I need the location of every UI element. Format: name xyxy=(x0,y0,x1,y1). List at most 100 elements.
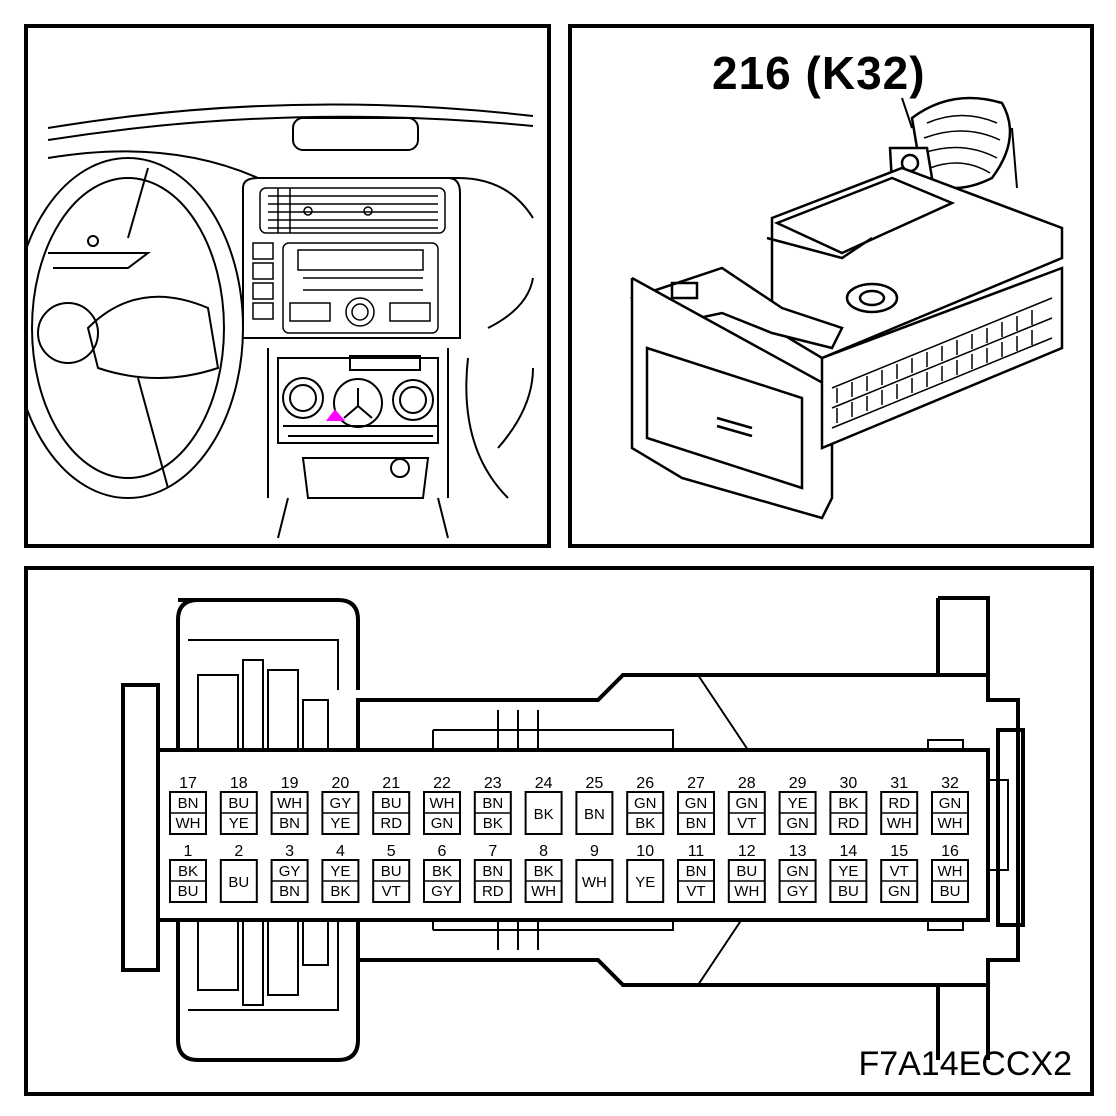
connector-face-diagram: 17BNWH18BUYE19WHBN20GYYE21BURD22WHGN23BN… xyxy=(121,596,1025,1062)
wire-color: RD xyxy=(380,815,402,832)
pin-number: 12 xyxy=(738,843,756,860)
wire-color: GN xyxy=(888,883,911,900)
pin-number: 7 xyxy=(488,843,497,860)
location-view-panel xyxy=(24,24,551,548)
wire-color: BU xyxy=(228,874,249,891)
wire-color: BN xyxy=(686,863,707,880)
wire-color: GN xyxy=(634,795,657,812)
pin-cavity xyxy=(575,791,614,835)
wire-color: GY xyxy=(279,863,301,880)
wire-color: BN xyxy=(279,883,300,900)
pin-number: 1 xyxy=(184,843,193,860)
wire-color: WH xyxy=(277,795,302,812)
pin-number: 3 xyxy=(285,843,294,860)
wire-color: BK xyxy=(178,863,198,880)
pin-number: 4 xyxy=(336,843,345,860)
connector-illustration xyxy=(630,96,1064,520)
pin-number: 18 xyxy=(230,775,248,792)
wire-color: GN xyxy=(786,863,809,880)
pin-number: 23 xyxy=(484,775,502,792)
wire-color: BU xyxy=(940,883,961,900)
pin-cavity xyxy=(575,859,614,903)
radio-unit xyxy=(282,242,439,334)
wire-color: BK xyxy=(838,795,858,812)
pin-number: 13 xyxy=(789,843,807,860)
pin-number: 6 xyxy=(438,843,447,860)
wire-color: GN xyxy=(736,795,759,812)
pin-number: 21 xyxy=(382,775,400,792)
pin-number: 17 xyxy=(179,775,197,792)
climate-knob-right xyxy=(392,379,434,421)
wire-color: GN xyxy=(431,815,454,832)
wire-color: YE xyxy=(330,815,350,832)
wire-color: BU xyxy=(178,883,199,900)
wire-color: YE xyxy=(788,795,808,812)
bottom-row-pin-1: 1BK BU xyxy=(169,843,207,903)
bottom-row-pin-4: 4YE BK xyxy=(321,843,360,903)
wire-color: BN xyxy=(482,863,503,880)
connector-title: 216 (K32) xyxy=(712,47,926,99)
pin-number: 29 xyxy=(789,775,807,792)
wire-color: YE xyxy=(229,815,249,832)
bottom-row-pin-2: 2BU xyxy=(219,843,258,903)
wire-color: YE xyxy=(330,863,350,880)
pin-number: 31 xyxy=(890,775,908,792)
wire-color: WH xyxy=(887,815,912,832)
wire-color: YE xyxy=(635,874,655,891)
wire-color: BK xyxy=(330,883,350,900)
wire-color: WH xyxy=(531,883,556,900)
pin-number: 8 xyxy=(539,843,548,860)
wire-color: VT xyxy=(890,863,909,880)
wire-color: GY xyxy=(787,883,809,900)
pin-number: 9 xyxy=(590,843,599,860)
wire-color: RD xyxy=(838,815,860,832)
wire-color: BN xyxy=(584,806,605,823)
center-vent xyxy=(259,187,446,234)
pin-cavity xyxy=(219,859,258,903)
wire-color: BK xyxy=(635,815,655,832)
wire-color: WH xyxy=(582,874,607,891)
pin-cavity xyxy=(524,791,563,835)
pin-number: 28 xyxy=(738,775,756,792)
pin-number: 32 xyxy=(941,775,959,792)
wire-color: BU xyxy=(228,795,249,812)
pin-number: 26 xyxy=(636,775,654,792)
pin-number: 5 xyxy=(387,843,396,860)
wire-color: RD xyxy=(482,883,504,900)
wire-color: BK xyxy=(534,863,554,880)
bottom-row-pin-3: 3GY BN xyxy=(270,843,309,903)
wire-color: BN xyxy=(482,795,503,812)
wire-color: BU xyxy=(736,863,757,880)
bottom-row-pin-8: 8BK WH xyxy=(524,843,563,903)
pin-number: 10 xyxy=(636,843,654,860)
wire-color: BU xyxy=(381,795,402,812)
pin-number: 30 xyxy=(840,775,858,792)
wire-color: YE xyxy=(838,863,858,880)
pin-number: 16 xyxy=(941,843,959,860)
pin-number: 19 xyxy=(281,775,299,792)
wire-color: WH xyxy=(938,815,963,832)
wire-color: BK xyxy=(432,863,452,880)
pin-number: 25 xyxy=(586,775,604,792)
wire-color: BK xyxy=(534,806,554,823)
